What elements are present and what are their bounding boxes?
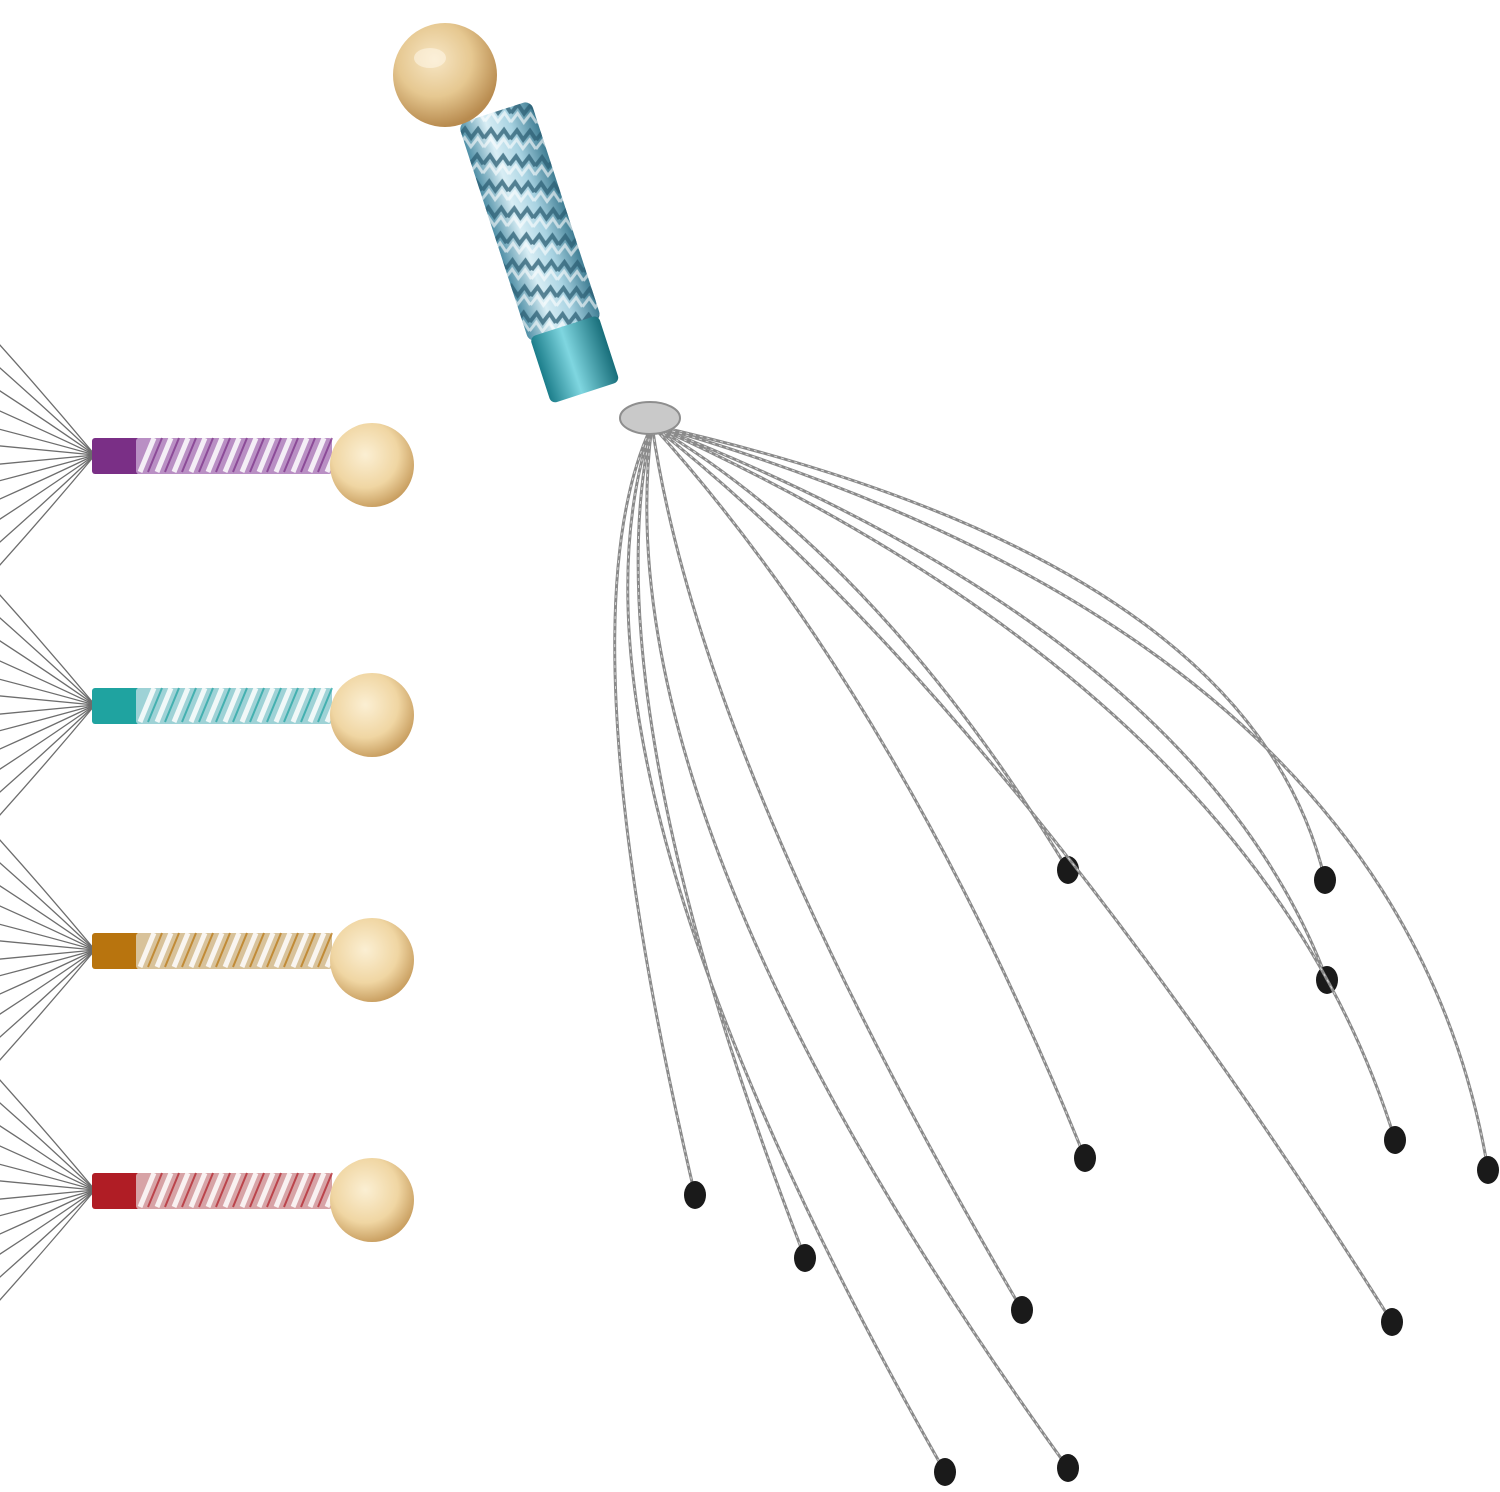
prong [651, 423, 1338, 994]
prong [651, 423, 1336, 894]
prong-tip [1381, 1308, 1403, 1336]
prong-tip [1057, 1454, 1079, 1482]
color-band [92, 933, 140, 969]
prong [651, 423, 1403, 1336]
prong [650, 423, 1096, 1172]
prong [626, 424, 956, 1486]
wire-cage [0, 1079, 96, 1301]
prong-tip [1314, 866, 1336, 894]
color-band [92, 438, 140, 474]
prong-tip [1384, 1126, 1406, 1154]
wire-cage [0, 344, 96, 566]
wire-cage [0, 839, 96, 1061]
side-massagers [0, 344, 414, 1301]
side-massager-teal [0, 594, 414, 816]
prong-tip [1074, 1144, 1096, 1172]
side-massager-amber [0, 839, 414, 1061]
wooden-ball [330, 423, 414, 507]
side-massager-purple [0, 344, 414, 566]
ferrule [531, 316, 619, 403]
prong [651, 423, 1406, 1154]
prong-tip [1477, 1156, 1499, 1184]
side-massager-red [0, 1079, 414, 1301]
hub [619, 401, 681, 435]
prong [636, 424, 816, 1272]
prong [645, 424, 1079, 1482]
wooden-ball [330, 918, 414, 1002]
prong [613, 424, 706, 1209]
prongs [613, 423, 1499, 1486]
color-band [92, 688, 140, 724]
wooden-ball [330, 1158, 414, 1242]
prong [650, 424, 1033, 1324]
prong [651, 423, 1499, 1184]
prong [651, 423, 1079, 884]
color-band [92, 1173, 140, 1209]
wooden-ball [393, 23, 497, 127]
prong-tip [684, 1181, 706, 1209]
handle [460, 102, 619, 403]
prong-tip [794, 1244, 816, 1272]
wooden-ball [330, 673, 414, 757]
prong-tip [1057, 856, 1079, 884]
grip-twist-lines [137, 932, 344, 968]
prong-tip [1011, 1296, 1033, 1324]
main-massager [393, 23, 1499, 1486]
prong-tip [934, 1458, 956, 1486]
wire-cage [0, 594, 96, 816]
